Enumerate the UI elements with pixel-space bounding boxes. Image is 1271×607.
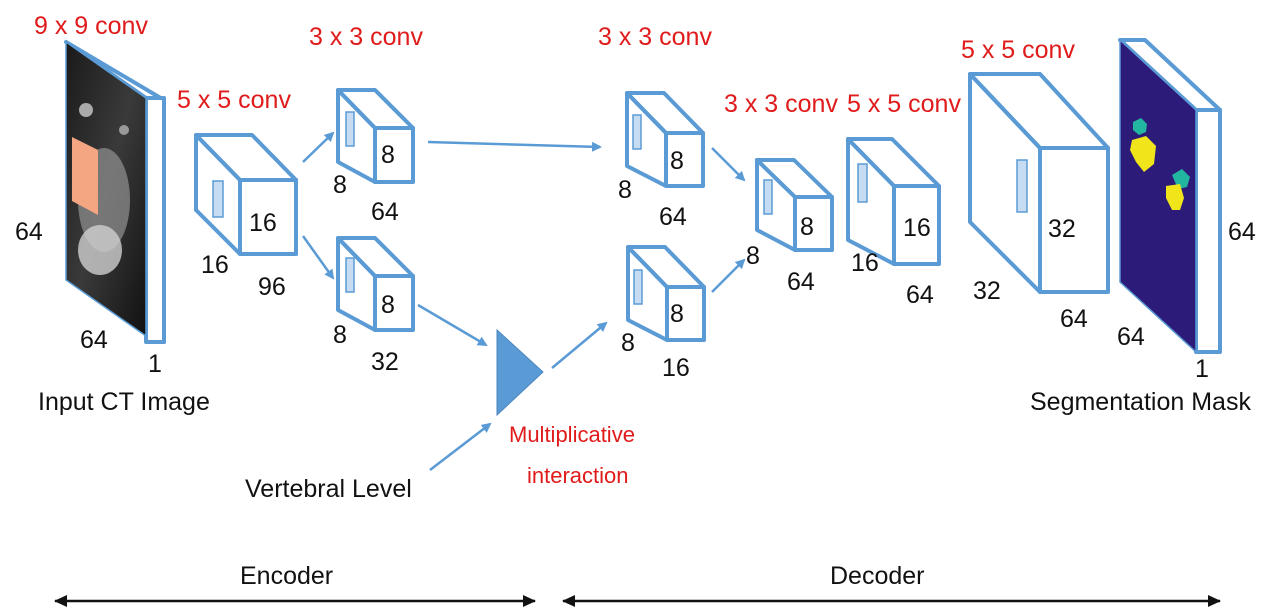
encoder-section-label: Encoder [240,562,333,590]
encoder-block1-front-label: 16 [249,209,277,237]
decoder-up1-cube [846,137,941,266]
encoder-block2-bottom-left-label: 8 [333,321,347,349]
decoder-bottom-bottom-label: 16 [662,354,690,382]
encoder-block2-top-front-label: 8 [381,141,395,169]
mask-image [1119,38,1197,354]
input-ct-image [64,40,166,344]
decoder-section-label: Decoder [830,562,925,590]
input-width-label: 64 [80,326,108,354]
skip-connection-arrow [427,140,602,152]
decoder-top-conv-label: 3 x 3 conv [598,23,712,51]
encoder-block2-top-bottom-label: 64 [371,198,399,226]
multiplicative-label-line1: Multiplicative [509,422,635,447]
decoder-bottom-left-label: 8 [621,329,635,357]
decoder-bottom-cube [626,245,706,342]
input-caption: Input CT Image [38,388,210,416]
encoder-block2-bottom-front-label: 8 [381,291,395,319]
roi-patch [72,137,98,215]
decoder-merge-front-label: 8 [800,213,814,241]
decoder-up1-bottom-label: 64 [906,281,934,309]
arrow-dec-bottom-to-merge [711,258,746,293]
encoder-block2-bottom-bottom-label: 32 [371,348,399,376]
decoder-merge-left-label: 8 [746,242,760,270]
encoder-block1-conv-label: 5 x 5 conv [177,86,291,114]
decoder-top-front-label: 8 [670,147,684,175]
decoder-merge-cube [755,158,834,252]
encoder-block2-bottom-cube [336,236,415,332]
encoder-block1-bottom-label: 96 [258,273,286,301]
arrow-block1-to-top [302,131,335,163]
encoder-block1-left-label: 16 [201,251,229,279]
encoder-block2-conv-label: 3 x 3 conv [309,23,423,51]
decoder-merge-bottom-label: 64 [787,268,815,296]
arrow-block1-to-bottom [301,235,335,280]
decoder-up1-conv-label: 5 x 5 conv [847,90,961,118]
input-depth-label: 1 [148,350,162,378]
decoder-top-left-label: 8 [618,176,632,204]
mask-width-label: 64 [1117,323,1145,351]
arrow-mult-to-dec [551,321,608,369]
mask-depth-label: 1 [1195,355,1209,383]
arrow-vertebral-to-mult [429,422,492,471]
arrow-enc-bottom-to-mult [417,303,488,347]
input-height-label: 64 [15,218,43,246]
decoder-up2-bottom-label: 64 [1060,305,1088,333]
decoder-up1-left-label: 16 [851,249,879,277]
mask-slab-side [1194,108,1222,354]
segmentation-mask [1118,38,1222,354]
vertebral-level-label: Vertebral Level [245,475,412,503]
mask-height-label: 64 [1228,218,1256,246]
decoder-up1-front-label: 16 [903,214,931,242]
decoder-up2-front-label: 32 [1048,215,1076,243]
encoder-block1-cube [194,133,298,256]
mask-caption: Segmentation Mask [1030,388,1251,416]
multiplicative-triangle [496,328,544,417]
decoder-up2-left-label: 32 [973,277,1001,305]
decoder-up2-cube [968,72,1110,294]
decoder-top-cube [625,91,705,188]
decoder-merge-conv-label: 3 x 3 conv [724,90,838,118]
decoder-up2-conv-label: 5 x 5 conv [961,36,1075,64]
input-slab-side [144,96,166,344]
encoder-block2-top-left-label: 8 [333,171,347,199]
multiplicative-label-line2: interaction [527,463,629,488]
arrow-dec-top-to-merge [711,147,746,182]
decoder-top-bottom-label: 64 [659,203,687,231]
input-conv-label: 9 x 9 conv [34,12,148,40]
encoder-block2-top-cube [336,88,415,184]
decoder-bottom-front-label: 8 [670,300,684,328]
